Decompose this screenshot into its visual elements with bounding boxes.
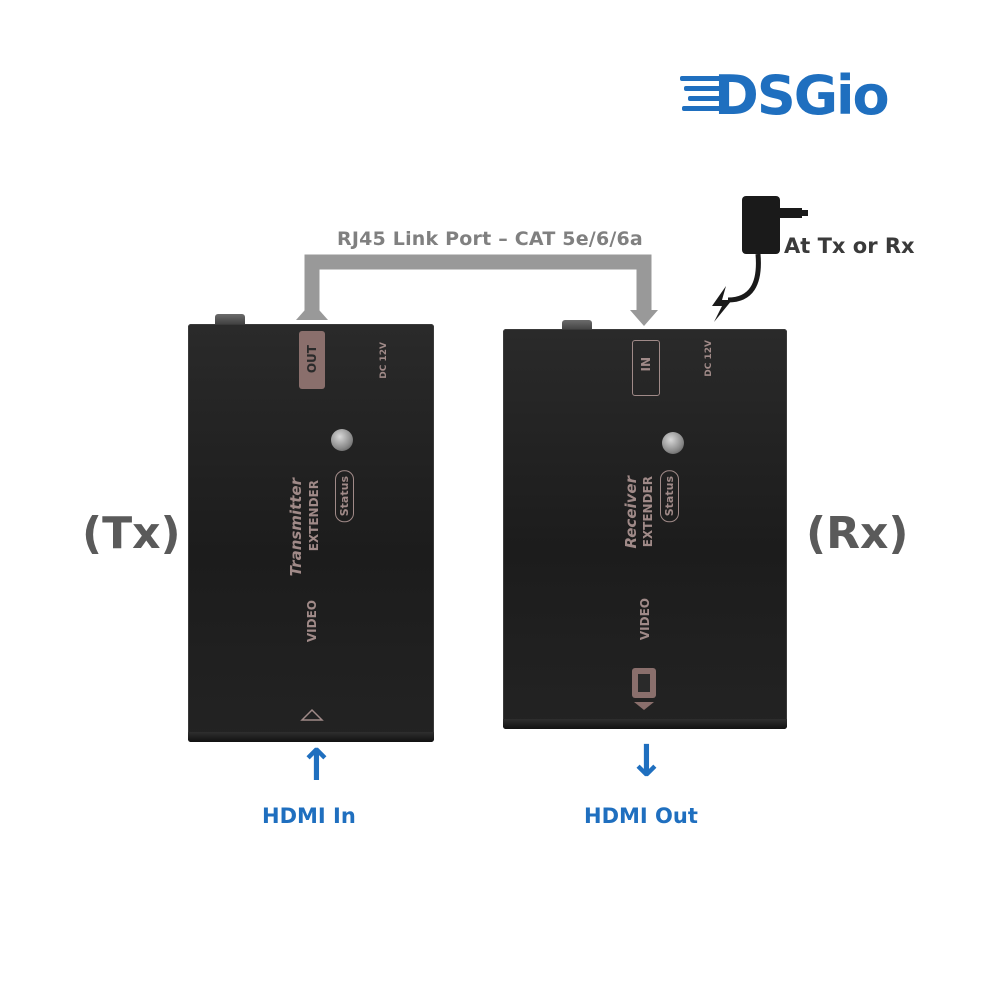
logo-speed-lines — [680, 76, 728, 111]
rx-side-label: (Rx) — [806, 508, 909, 559]
rx-status-led — [662, 432, 684, 454]
rj45-link-label: RJ45 Link Port – CAT 5e/6/6a — [337, 228, 643, 250]
tx-dc-label: DC 12V — [379, 342, 389, 379]
power-location-label: At Tx or Rx — [784, 234, 915, 258]
link-in-arrowhead-icon — [630, 310, 658, 326]
tx-product-line-2: VIDEO — [305, 600, 319, 643]
tx-hdmi-port-icon — [300, 708, 324, 721]
hdmi-out-label: HDMI Out — [584, 804, 698, 828]
dsgio-logo: DSGio — [680, 64, 890, 124]
hdmi-in-arrow-icon: ↑ — [298, 740, 335, 791]
rx-port-label: IN — [639, 357, 653, 372]
tx-side-label: (Tx) — [82, 508, 181, 559]
rx-model-label: Receiver — [622, 476, 640, 549]
logo-wordmark: DSGio — [714, 64, 888, 124]
rx-product-line-2: VIDEO — [638, 598, 652, 641]
rx-dc-label: DC 12V — [704, 340, 714, 377]
tx-port-label: OUT — [305, 345, 319, 374]
tx-status-led — [331, 429, 353, 451]
hdmi-in-label: HDMI In — [262, 804, 356, 828]
transmitter-device — [188, 324, 434, 742]
rx-status-badge: Status — [660, 470, 679, 523]
hdmi-out-arrow-icon: ↓ — [628, 736, 665, 787]
rx-hdmi-port-icon — [632, 668, 656, 710]
tx-product-line-1: EXTENDER — [307, 480, 321, 552]
tx-screw-connector — [215, 314, 245, 326]
tx-model-label: Transmitter — [287, 478, 305, 577]
rj45-link-line — [304, 254, 652, 318]
link-out-arrowhead-icon — [296, 302, 328, 320]
tx-out-port: OUT — [299, 331, 325, 389]
rx-in-port: IN — [632, 340, 660, 396]
lightning-icon — [712, 286, 732, 322]
rx-product-line-1: EXTENDER — [641, 476, 655, 548]
tx-status-badge: Status — [335, 470, 354, 523]
